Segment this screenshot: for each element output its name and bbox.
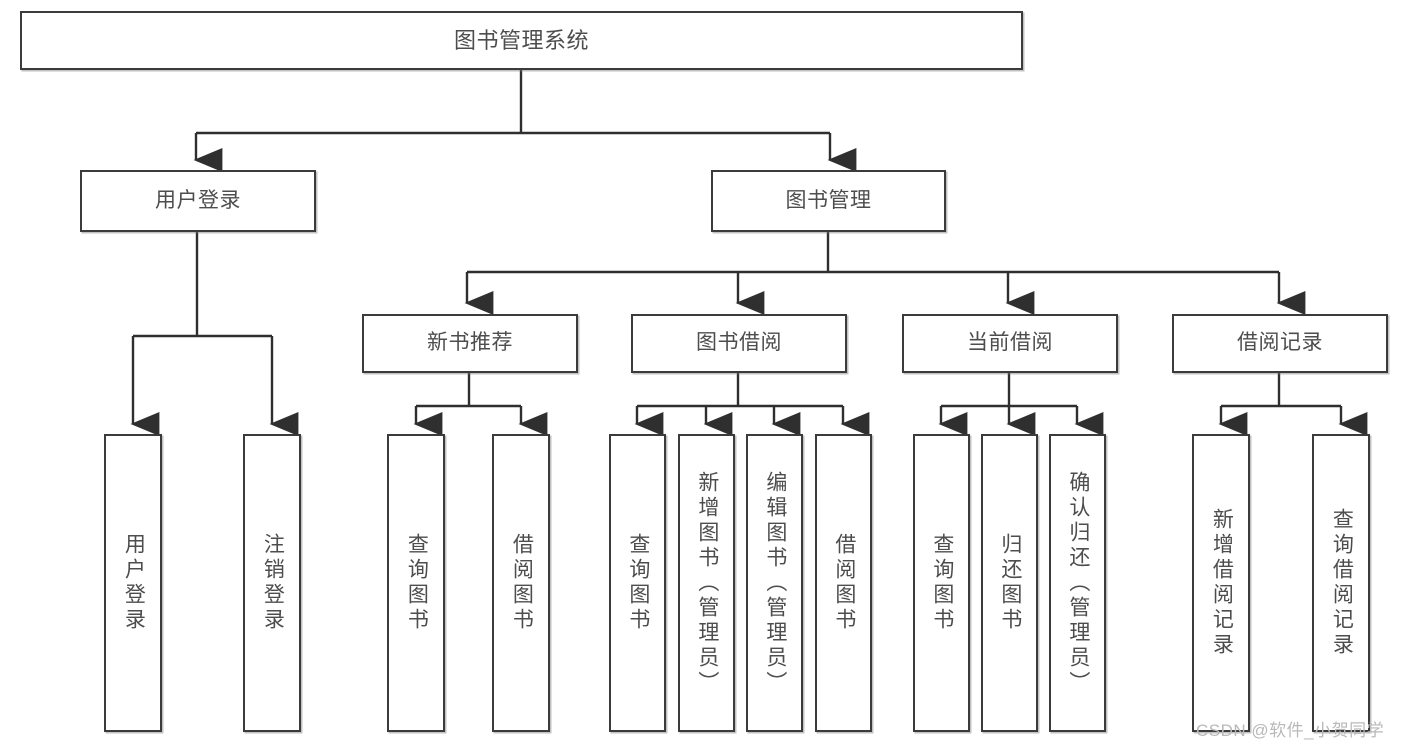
leaf-query-borrow-record[interactable]: 查询借阅记录 [1312, 434, 1370, 732]
node-label: 当前借阅 [967, 331, 1053, 355]
leaf-edit-book-admin[interactable]: 编辑图书（管理员） [746, 434, 803, 732]
node-label: 图书借阅 [696, 331, 782, 355]
node-label: 用户登录 [155, 188, 241, 212]
node-label: 编辑图书（管理员） [763, 470, 787, 696]
leaf-confirm-return-admin[interactable]: 确认归还（管理员） [1049, 434, 1106, 732]
node-label: 用户登录 [122, 533, 146, 633]
leaf-user-login[interactable]: 用户登录 [104, 434, 162, 732]
node-label: 查询借阅记录 [1330, 508, 1354, 658]
node-label: 注销登录 [261, 533, 285, 633]
node-label: 查询图书 [626, 533, 650, 633]
leaf-borrow-books[interactable]: 借阅图书 [815, 434, 872, 732]
node-label: 图书管理 [785, 188, 872, 212]
node-book-borrowing[interactable]: 图书借阅 [631, 314, 847, 373]
node-current-borrowing[interactable]: 当前借阅 [902, 314, 1118, 373]
leaf-return-books[interactable]: 归还图书 [981, 434, 1038, 732]
watermark-text: CSDN @软件_小贺同学 [1196, 721, 1385, 740]
node-label: 确认归还（管理员） [1066, 470, 1090, 696]
node-label: 借阅记录 [1237, 331, 1323, 355]
node-label: 查询图书 [930, 533, 954, 633]
leaf-query-books-borrow[interactable]: 查询图书 [609, 434, 666, 732]
leaf-add-book-admin[interactable]: 新增图书（管理员） [678, 434, 735, 732]
node-label: 借阅图书 [510, 533, 534, 633]
node-label: 新增图书（管理员） [695, 470, 719, 696]
node-label: 借阅图书 [832, 533, 856, 633]
node-root-book-management-system[interactable]: 图书管理系统 [20, 11, 1023, 70]
node-borrowing-record[interactable]: 借阅记录 [1172, 314, 1388, 373]
node-new-book-recommendation[interactable]: 新书推荐 [362, 314, 578, 373]
node-label: 图书管理系统 [453, 27, 589, 53]
leaf-query-books-current[interactable]: 查询图书 [913, 434, 970, 732]
node-label: 归还图书 [998, 533, 1022, 633]
node-label: 查询图书 [405, 533, 429, 633]
node-book-management[interactable]: 图书管理 [711, 170, 946, 232]
leaf-logout[interactable]: 注销登录 [243, 434, 301, 732]
leaf-query-books-recommend[interactable]: 查询图书 [387, 434, 445, 732]
node-label: 新增借阅记录 [1210, 508, 1234, 658]
node-user-login[interactable]: 用户登录 [80, 170, 316, 232]
leaf-borrow-books-recommend[interactable]: 借阅图书 [492, 434, 550, 732]
node-label: 新书推荐 [427, 331, 513, 355]
leaf-add-borrow-record[interactable]: 新增借阅记录 [1192, 434, 1250, 732]
